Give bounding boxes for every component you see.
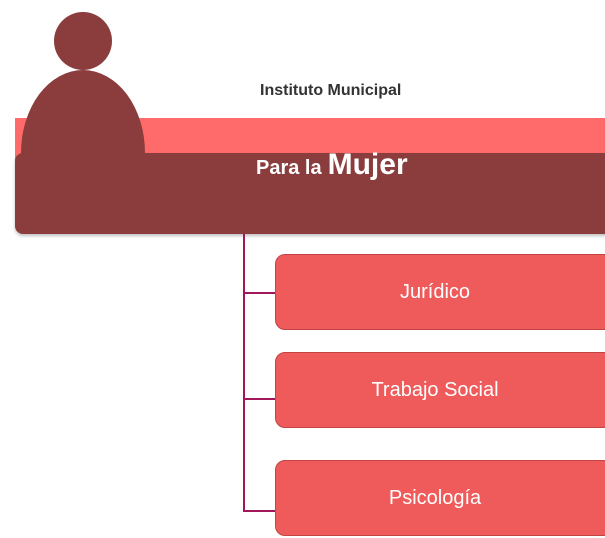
- org-subtitle: Instituto Municipal: [260, 82, 402, 99]
- dept-label: Psicología: [388, 486, 482, 509]
- dept-label: Trabajo Social: [371, 378, 499, 401]
- dept-box-juridico: Jurídico: [275, 254, 605, 330]
- org-title-main: Mujer: [327, 148, 408, 181]
- banner-main: [15, 153, 605, 234]
- dept-box-psicologia: Psicología: [275, 460, 605, 536]
- connector-branch-trabajo-social: [243, 398, 276, 400]
- org-title: Para la Mujer: [256, 148, 408, 192]
- org-title-prefix: Para la: [256, 157, 322, 179]
- person-head-icon: [54, 12, 112, 70]
- dept-label: Jurídico: [399, 280, 471, 303]
- dept-box-trabajo-social: Trabajo Social: [275, 352, 605, 428]
- connector-branch-juridico: [243, 292, 276, 294]
- connector-branch-psicologia: [243, 510, 276, 512]
- connector-vertical-line: [243, 234, 245, 512]
